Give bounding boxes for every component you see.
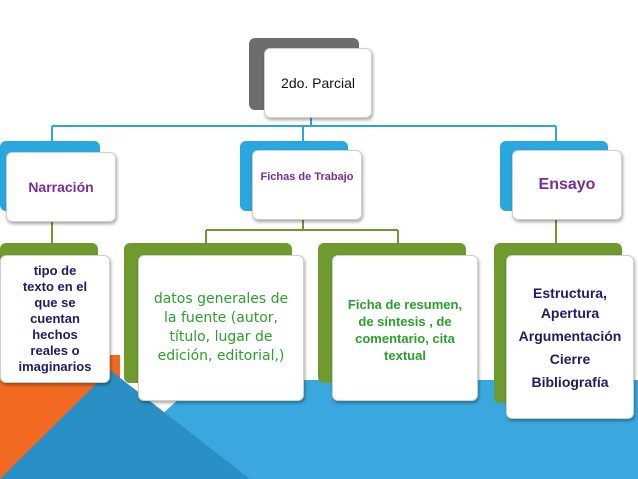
detail-ensayo-text: Estructura, Apertura Argumentación Cierr… [506,255,634,419]
detail-line: comentario, cita [355,331,455,346]
detail-narracion-text: tipo de texto en el que se cuentan hecho… [0,255,110,383]
detail-fichas-datos-text: datos generales de la fuente (autor, tít… [138,255,304,401]
detail-line: que se [34,295,76,310]
detail-line: de síntesis , de [358,314,452,329]
detail-line: título, lugar de [169,329,273,345]
detail-line: la fuente (autor, [164,310,278,326]
detail-line: textual [384,348,426,363]
root-node-label: 2do. Parcial [264,48,372,118]
detail-line: Estructura, [533,284,607,301]
background-blue-dark-shape [0,370,250,479]
detail-line: texto en el [22,279,88,294]
detail-line: cuentan [30,311,80,326]
background-blue-shape [90,380,638,479]
detail-line: Bibliografía [531,373,609,390]
detail-line: datos generales de [153,291,289,307]
category-ensayo-label: Ensayo [512,150,622,220]
detail-line: Argumentación [518,327,622,344]
detail-line: edición, editorial,) [157,348,285,364]
detail-fichas-resumen-text: Ficha de resumen, de síntesis , de comen… [332,255,478,401]
detail-line: Apertura [540,304,600,321]
detail-line: imaginarios [18,359,92,374]
detail-line: Cierre [549,350,591,367]
detail-line: hechos [32,327,78,342]
category-fichas-label: Fichas de Trabajo [252,150,362,220]
category-narracion-label: Narración [6,152,116,222]
detail-line: reales o [30,343,80,358]
detail-line: Ficha de resumen, [347,297,463,312]
detail-line: tipo de [33,263,77,278]
